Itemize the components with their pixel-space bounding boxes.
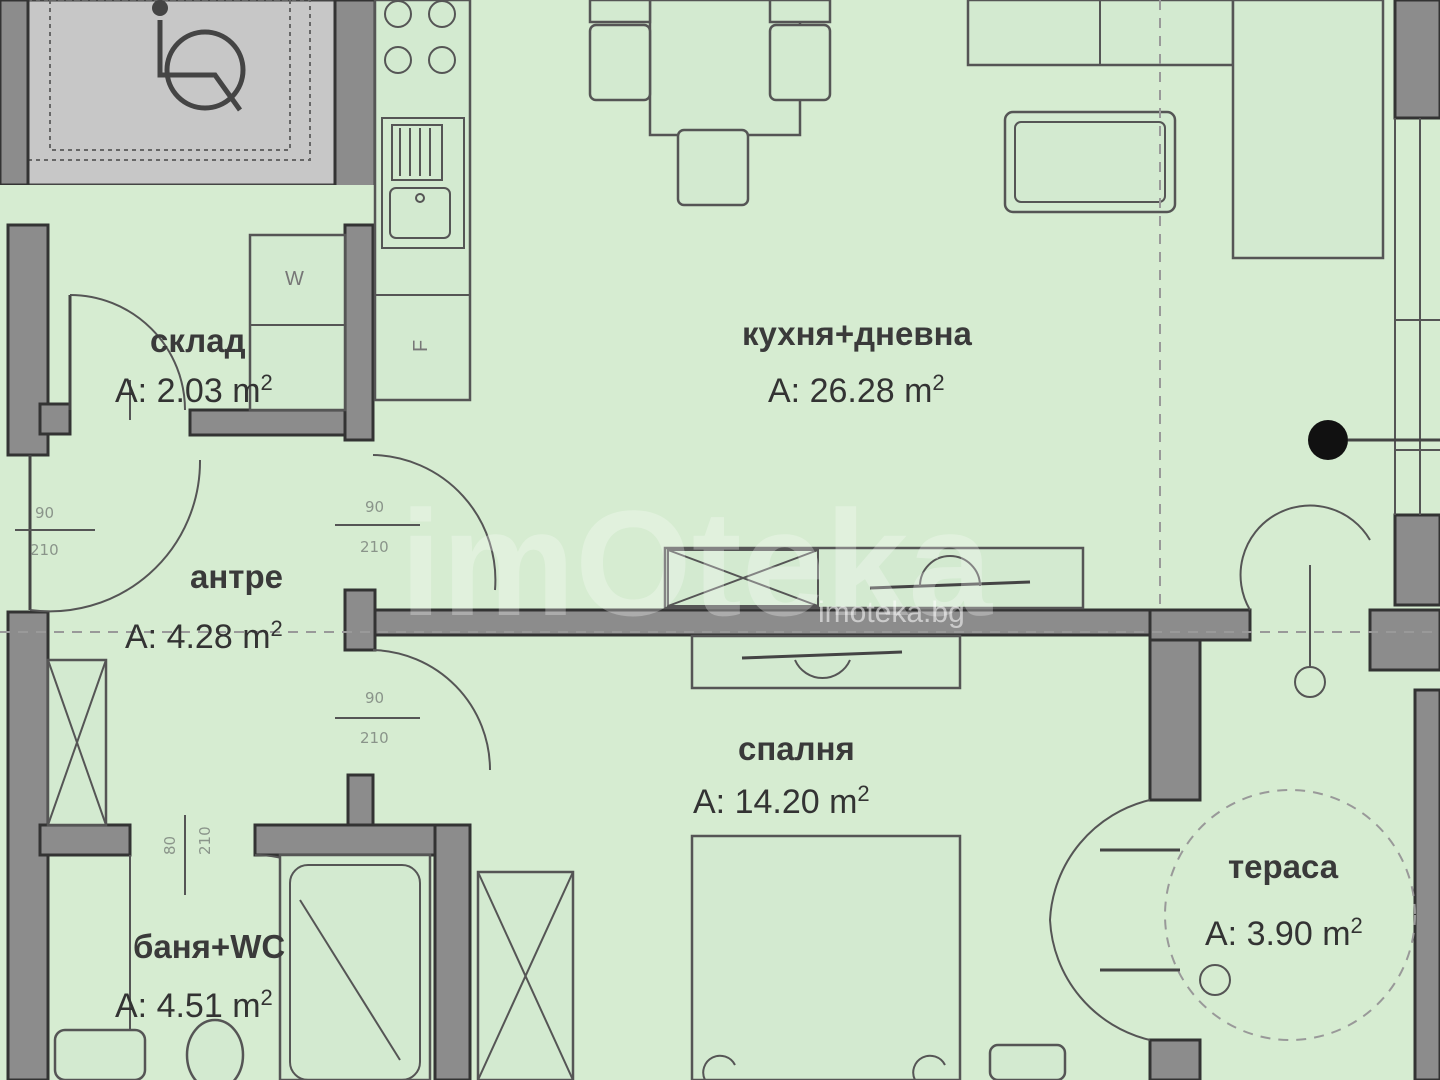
- door-dim-bath-width: 80: [161, 836, 179, 855]
- door-dim-hall-left-width: 90: [35, 504, 54, 522]
- door-dim-bath-height: 210: [196, 826, 214, 855]
- window-right: [1394, 118, 1440, 515]
- door-swing-icon: [28, 294, 1416, 1080]
- fridge-label: F: [410, 340, 432, 352]
- room-area-terrace: A: 3.90 m2: [1205, 913, 1363, 953]
- watermark-site: imoteka.bg: [818, 596, 965, 629]
- wardrobe-icon: [663, 546, 1085, 690]
- wheelchair-icon: [152, 0, 246, 112]
- door-dim-hall-right-height: 210: [360, 538, 389, 556]
- room-name-bathroom: баня+WC: [133, 928, 285, 965]
- room-area-bathroom: A: 4.51 m2: [115, 985, 273, 1025]
- room-area-hallway: A: 4.28 m2: [125, 616, 283, 656]
- bed-icon: [690, 834, 1067, 1080]
- door-dim-hall-left-height: 210: [30, 541, 59, 559]
- washer-cabinet: W: [248, 233, 347, 412]
- room-name-kitchen-living: кухня+дневна: [742, 315, 973, 352]
- sofa-icon: [966, 0, 1385, 260]
- door-dim-hall-right-width: 90: [365, 498, 384, 516]
- dining-table-icon: [588, 0, 832, 207]
- column-marker: [1308, 420, 1348, 460]
- room-area-kitchen-living: A: 26.28 m2: [768, 370, 945, 410]
- stove-icon: [384, 0, 456, 74]
- room-name-hallway: антре: [190, 558, 283, 595]
- room-area-bedroom: A: 14.20 m2: [693, 781, 870, 821]
- hall-closet: [46, 658, 108, 827]
- watermark-logo: imOteka: [400, 479, 994, 647]
- room-name-terrace: тераса: [1228, 848, 1339, 885]
- bedroom-closet: [476, 870, 575, 1080]
- kitchen-counter: F: [373, 0, 472, 402]
- door-dim-bed-width: 90: [365, 689, 384, 707]
- washer-label: W: [285, 268, 304, 290]
- room-name-bedroom: спалня: [738, 730, 855, 767]
- door-dim-bed-height: 210: [360, 729, 389, 747]
- room-name-storage: склад: [150, 322, 246, 359]
- sink-icon: [381, 117, 465, 249]
- elevator-area: [0, 0, 337, 187]
- room-area-storage: A: 2.03 m2: [115, 370, 273, 410]
- bathtub-icon: [53, 853, 432, 1080]
